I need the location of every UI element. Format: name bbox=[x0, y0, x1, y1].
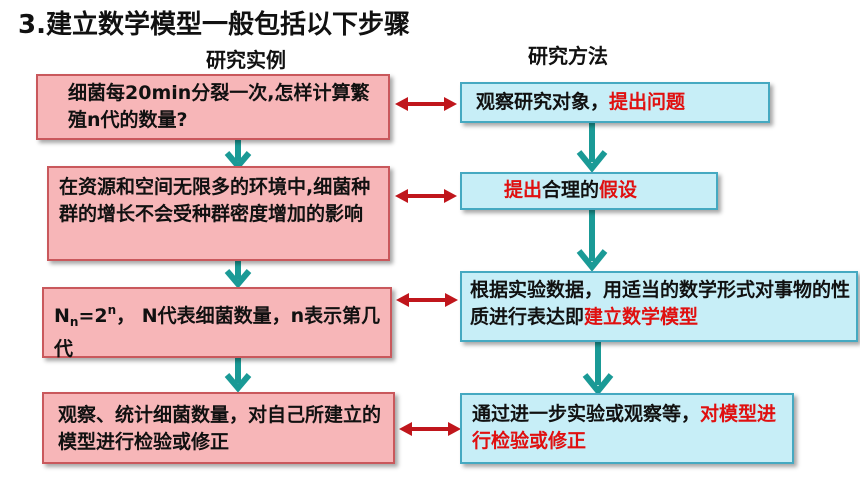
method-step-3: 根据实验数据，用适当的数学形式对事物的性质进行表达即建立数学模型 bbox=[460, 271, 858, 342]
double-arrow-4 bbox=[399, 422, 461, 436]
down-arrow-left-3 bbox=[224, 358, 252, 393]
method-step-2-highlight-a: 提出 bbox=[504, 179, 543, 201]
example-step-4: 观察、统计细菌数量，对自己所建立的模型进行检验或修正 bbox=[42, 392, 395, 464]
down-arrow-right-2 bbox=[576, 210, 608, 272]
example-step-1: 细菌每20min分裂一次,怎样计算繁殖n代的数量? bbox=[36, 74, 390, 140]
example-step-1-text: 细菌每20min分裂一次,怎样计算繁殖n代的数量? bbox=[68, 82, 370, 131]
down-arrow-right-1 bbox=[576, 123, 608, 173]
down-arrow-right-3 bbox=[582, 342, 614, 396]
right-column-header: 研究方法 bbox=[528, 44, 608, 68]
example-step-2: 在资源和空间无限多的环境中,细菌种群的增长不会受种群密度增加的影响 bbox=[47, 166, 390, 261]
method-step-4: 通过进一步实验或观察等，对模型进行检验或修正 bbox=[460, 393, 794, 464]
double-arrow-2 bbox=[395, 189, 457, 203]
page-title: 3.建立数学模型一般包括以下步骤 bbox=[18, 10, 410, 40]
method-step-2: 提出合理的假设 bbox=[460, 172, 718, 210]
down-arrow-left-1 bbox=[224, 140, 252, 171]
example-step-3: Nn=2n， N代表细菌数量，n表示第几代 bbox=[42, 287, 392, 360]
model-formula: Nn=2n bbox=[54, 303, 117, 329]
method-step-1: 观察研究对象，提出问题 bbox=[460, 82, 770, 123]
method-step-1-text: 观察研究对象， bbox=[476, 91, 610, 113]
example-step-3-text: ， N代表细菌数量，n表示第几代 bbox=[54, 305, 381, 360]
method-step-1-highlight: 提出问题 bbox=[609, 91, 686, 113]
down-arrow-left-2 bbox=[224, 261, 252, 289]
method-step-4-highlight: 对模型进行检验或修正 bbox=[472, 403, 777, 452]
method-step-3-highlight: 建立数学模型 bbox=[584, 306, 699, 328]
example-step-2-text: 在资源和空间无限多的环境中,细菌种群的增长不会受种群密度增加的影响 bbox=[59, 176, 371, 225]
example-step-4-text: 观察、统计细菌数量，对自己所建立的模型进行检验或修正 bbox=[58, 404, 382, 453]
method-step-2-highlight-b: 假设 bbox=[599, 179, 638, 201]
double-arrow-1 bbox=[395, 97, 457, 111]
method-step-4-text: 通过进一步实验或观察等， bbox=[472, 403, 701, 425]
method-step-2-text: 合理的 bbox=[542, 179, 600, 201]
left-column-header: 研究实例 bbox=[206, 48, 286, 72]
method-step-3-text: 根据实验数据，用适当的数学形式对事物的性质进行表达即 bbox=[470, 279, 851, 328]
double-arrow-3 bbox=[396, 293, 458, 307]
